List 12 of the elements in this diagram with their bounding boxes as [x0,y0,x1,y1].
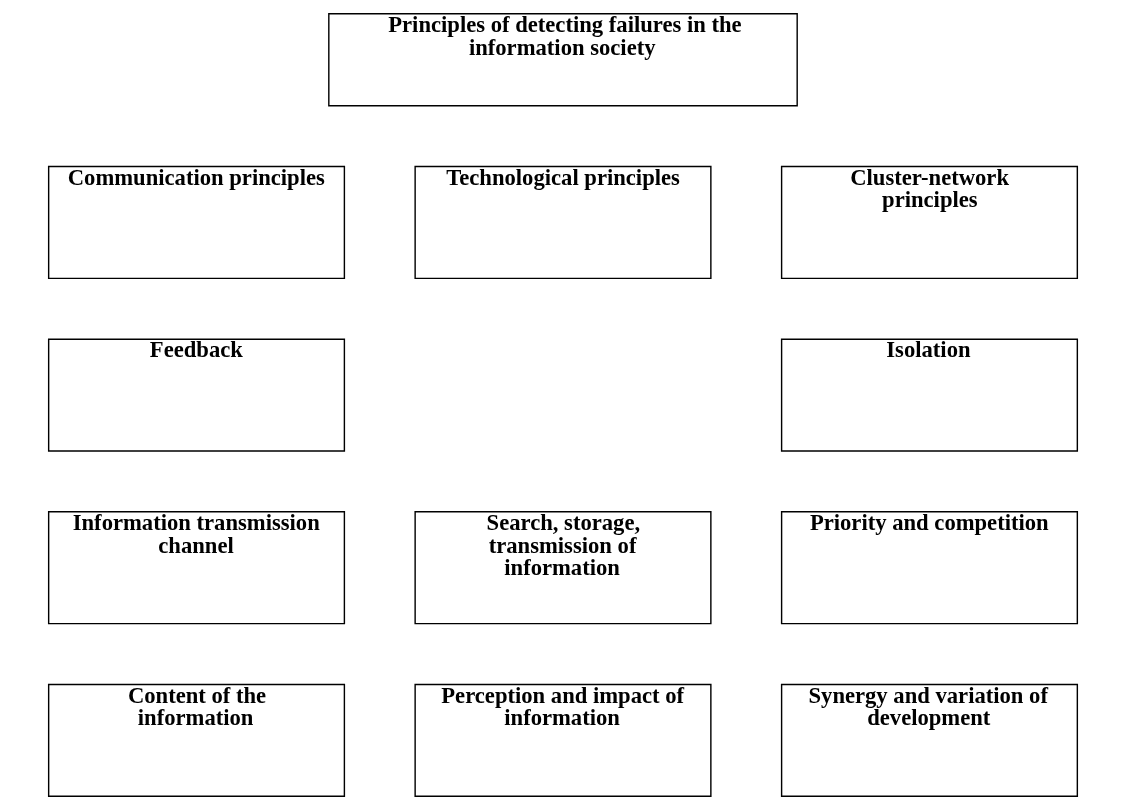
node-box: Content of the information [47,683,346,797]
node-box: Priority and competition [780,511,1079,625]
node-box: Cluster-network principles [780,165,1079,280]
node-box: Principles of detecting failures in the information society [328,13,798,107]
node-box: Isolation [780,338,1079,452]
node-box: Feedback [47,338,346,452]
node-box: Technological principles [414,165,712,280]
node-box: Information transmission channel [47,511,346,625]
node-box: Search, storage, transmission of information [414,511,712,625]
node-box: Perception and impact of information [414,683,712,797]
node-box: Communication principles [47,165,346,280]
node-box: Synergy and variation of development [780,683,1079,797]
